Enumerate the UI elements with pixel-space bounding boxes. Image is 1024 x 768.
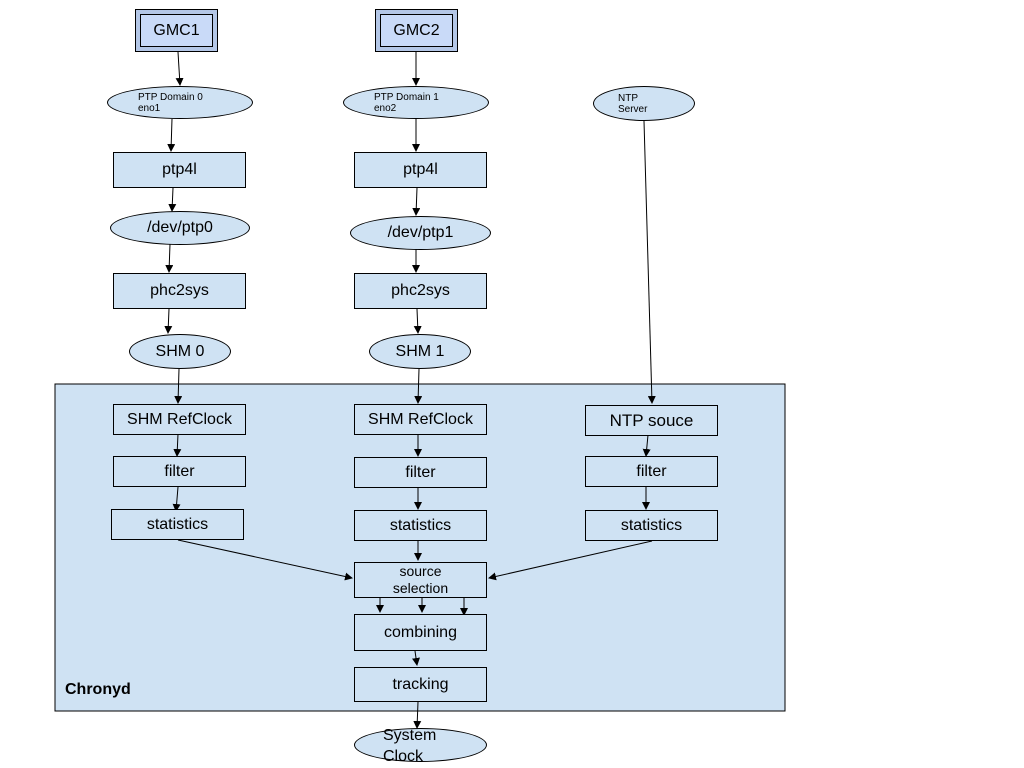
combining-label: combining [384, 623, 457, 641]
edge-phc2sys-shm0 [164, 308, 173, 334]
ptp-domain0-ellipse: PTP Domain 0 eno1 [107, 86, 253, 119]
phc2sys-box-1: phc2sys [354, 273, 487, 309]
ptp4l-label-0: ptp4l [162, 161, 197, 178]
phc2sys-box-0: phc2sys [113, 273, 246, 309]
filter-box-2: filter [585, 456, 718, 487]
refclock-label-0: SHM RefClock [127, 410, 232, 428]
edge-gmc1-domain0 [175, 51, 184, 86]
shm0-label: SHM 0 [155, 342, 205, 360]
dev-ptp0-label: /dev/ptp0 [147, 219, 213, 236]
edge-phc2sys-shm1 [413, 308, 422, 334]
edge-filter0-stats [172, 486, 181, 512]
tracking-label: tracking [392, 675, 449, 693]
tracking-box: tracking [354, 667, 487, 702]
statistics-box-1: statistics [354, 510, 487, 541]
edge-refclock0-filter [173, 433, 182, 457]
dev-ptp0-ellipse: /dev/ptp0 [110, 211, 250, 245]
shm1-ellipse: SHM 1 [369, 334, 471, 369]
ptp4l-box-1: ptp4l [354, 152, 487, 188]
edge-shm1-refclock [414, 368, 423, 404]
system-clock-ellipse: System Clock [354, 727, 487, 765]
source-selection-line1: source [399, 563, 442, 579]
filter-box-1: filter [354, 457, 487, 488]
edge-tracking-systemclock [413, 701, 422, 729]
ntp-server-ellipse: NTP Server [593, 86, 695, 121]
statistics-label-1: statistics [389, 516, 452, 534]
statistics-label-2: statistics [620, 516, 683, 534]
gmc2-box: GMC2 [375, 9, 458, 52]
refclock-label-1: SHM RefClock [368, 410, 473, 428]
gmc1-box: GMC1 [135, 9, 218, 52]
edge-ntpserver-ntpsource [643, 120, 656, 404]
edge-stats0-selection [177, 539, 353, 581]
gmc2-label: GMC2 [393, 21, 440, 39]
phc2sys-label-1: phc2sys [391, 282, 450, 299]
refclock-box-1: SHM RefClock [354, 404, 487, 435]
source-selection-box: source selection [354, 562, 487, 598]
filter-label-1: filter [405, 463, 436, 481]
combining-box: combining [354, 614, 487, 651]
edge-ptp4l-ptp0 [168, 187, 177, 212]
filter-label-2: filter [636, 462, 667, 480]
edge-ntpsource-filter [642, 434, 651, 457]
dev-ptp1-ellipse: /dev/ptp1 [350, 216, 491, 250]
edge-combining-tracking [412, 650, 420, 666]
chronyd-container [54, 383, 786, 712]
ptp-domain1-label: PTP Domain 1 [374, 91, 439, 103]
edge-ptp4l-ptp1 [412, 187, 421, 216]
system-clock-line2: Clock [383, 748, 424, 765]
ptp-domain1-ellipse: PTP Domain 1 eno2 [343, 86, 489, 119]
dev-ptp1-label: /dev/ptp1 [387, 224, 454, 241]
edge-shm0-refclock [174, 368, 183, 404]
ptp-domain0-iface: eno1 [138, 102, 161, 114]
statistics-box-0: statistics [111, 509, 244, 540]
edge-ptp0-phc2sys [165, 243, 174, 273]
ptp4l-box-0: ptp4l [113, 152, 246, 188]
statistics-label-0: statistics [146, 515, 209, 533]
ptp-domain1-iface: eno2 [374, 102, 397, 114]
ptp-domain0-label: PTP Domain 0 [138, 91, 203, 103]
shm0-ellipse: SHM 0 [129, 334, 231, 369]
shm1-label: SHM 1 [395, 342, 445, 360]
ntp-server-label2: Server [618, 103, 648, 115]
ntp-source-label: NTP souce [609, 410, 694, 430]
gmc1-label: GMC1 [153, 21, 200, 39]
edge-stats2-selection [488, 540, 653, 581]
filter-box-0: filter [113, 456, 246, 487]
ntp-source-box: NTP souce [585, 405, 718, 436]
statistics-box-2: statistics [585, 510, 718, 541]
chronyd-label: Chronyd [65, 681, 131, 698]
ntp-server-label: NTP [618, 92, 638, 104]
source-selection-line2: selection [392, 580, 449, 596]
edge-domain0-ptp4l [167, 118, 176, 152]
refclock-box-0: SHM RefClock [113, 404, 246, 435]
phc2sys-label-0: phc2sys [150, 282, 209, 299]
filter-label-0: filter [164, 462, 195, 480]
ptp4l-label-1: ptp4l [403, 161, 438, 178]
system-clock-line1: System [383, 727, 437, 744]
